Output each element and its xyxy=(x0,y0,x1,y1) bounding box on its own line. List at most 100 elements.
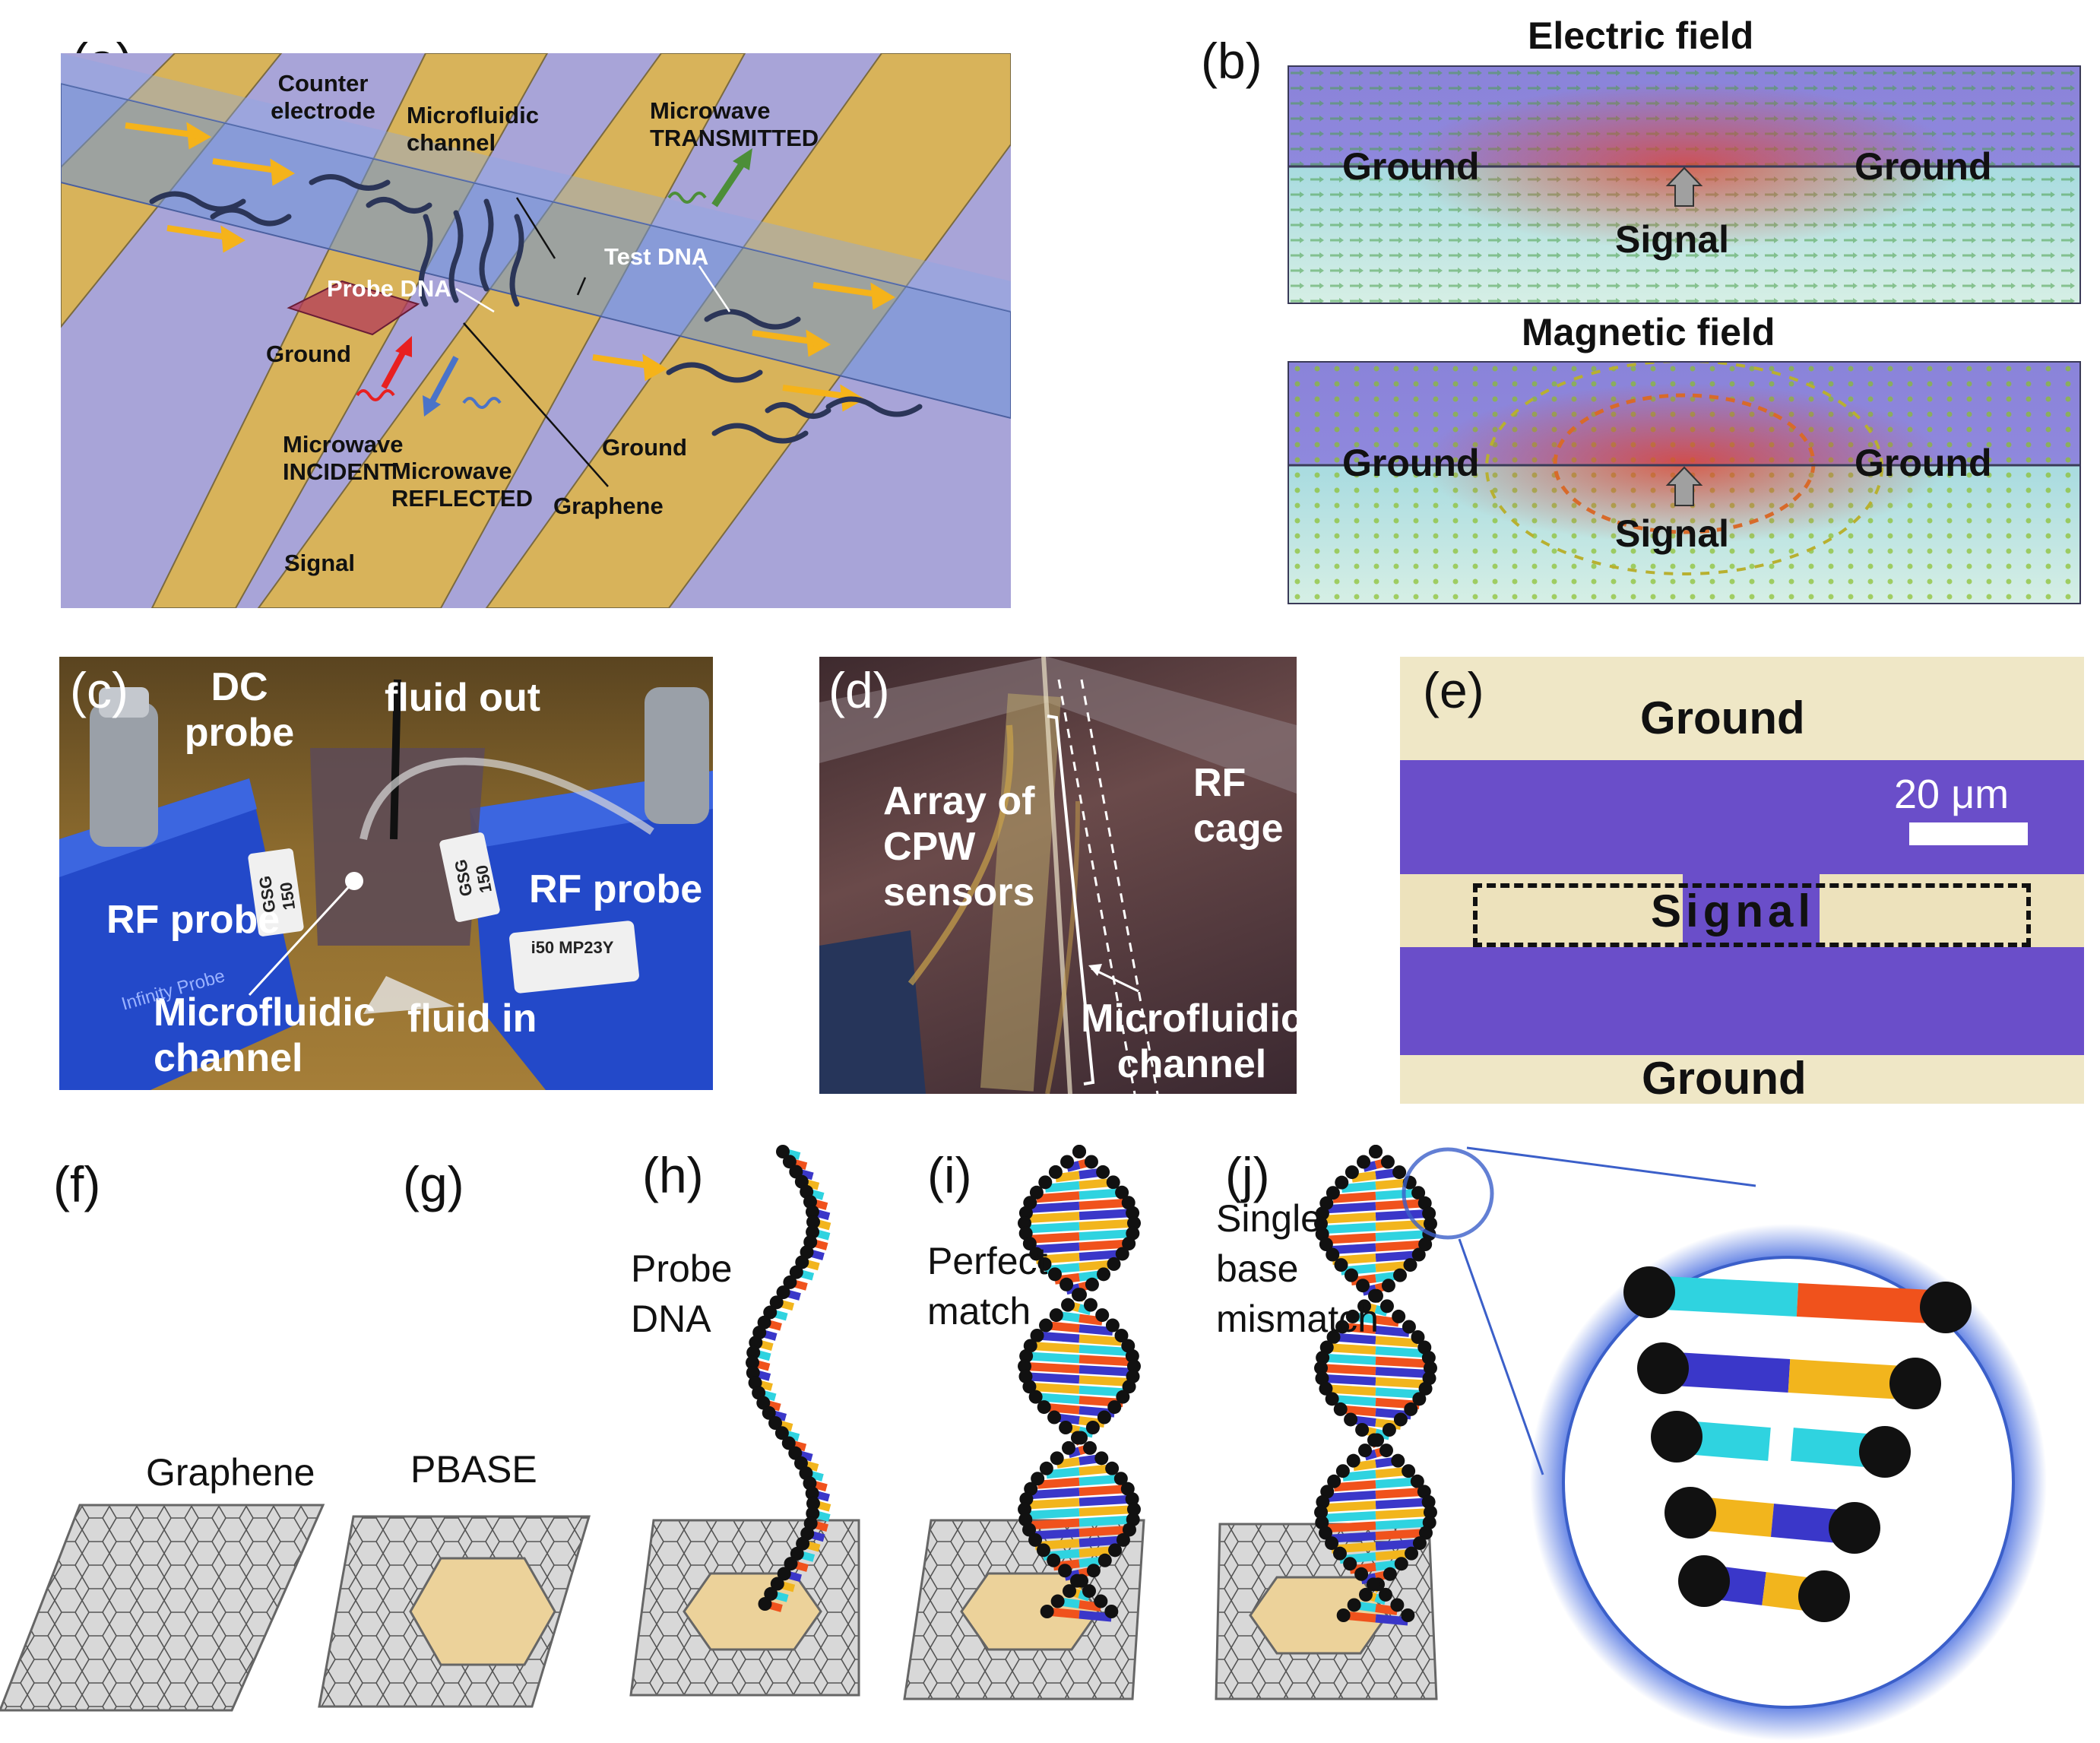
backbone-bead xyxy=(1392,1165,1407,1180)
backbone-bead xyxy=(1357,1155,1371,1169)
base-pair-left xyxy=(1037,1331,1080,1343)
base-pair-right xyxy=(1024,1508,1080,1520)
panel-b-label: (b) xyxy=(1201,33,1262,89)
backbone-bead xyxy=(1422,1516,1436,1529)
backbone-bead xyxy=(1050,1451,1064,1466)
panel-g-label: (g) xyxy=(403,1156,464,1212)
backbone-bead xyxy=(784,1557,798,1571)
base-pair-left xyxy=(1024,1361,1080,1374)
tag-right: GSG 150 xyxy=(451,857,496,898)
backbone-bead xyxy=(1104,1605,1119,1618)
backbone-bead xyxy=(1058,1564,1072,1578)
panel-e-label: (e) xyxy=(1423,662,1484,718)
magnetic-ground-left: Ground xyxy=(1342,442,1480,484)
signal-label: Signal xyxy=(284,550,356,576)
graphene-sheet-f xyxy=(0,1504,325,1712)
base-pair-right xyxy=(1342,1469,1376,1482)
backbone-bead xyxy=(1122,1523,1136,1537)
base-pair-right xyxy=(1375,1356,1430,1368)
backbone-bead xyxy=(1050,1594,1065,1608)
electric-signal: Signal xyxy=(1615,218,1730,261)
backbone-bead xyxy=(1125,1348,1139,1363)
backbone-bead xyxy=(1047,1410,1062,1425)
backbone-bead xyxy=(1333,1402,1348,1416)
backbone-bead xyxy=(1327,1474,1341,1488)
backbone-bead xyxy=(1336,1608,1351,1622)
backbone-bead xyxy=(1326,1330,1341,1344)
backbone-bead xyxy=(1113,1472,1128,1486)
dc-probe-label: DC probe xyxy=(184,665,295,755)
backbone-bead xyxy=(1325,1536,1339,1551)
backbone-bead xyxy=(1404,1402,1418,1416)
backbone-bead xyxy=(1039,1461,1053,1475)
backbone-bead xyxy=(758,1597,772,1611)
rf-cage-label: RF cage xyxy=(1193,761,1284,851)
e-ground-top: Ground xyxy=(1640,692,1805,743)
base-pair-right xyxy=(1037,1477,1080,1489)
backbone-bead xyxy=(1401,1608,1415,1622)
backbone-bead xyxy=(1037,1257,1052,1271)
backbone-bead xyxy=(1334,1258,1348,1272)
base-pair-left xyxy=(1079,1229,1133,1241)
backbone-bead xyxy=(1369,1145,1383,1158)
backbone-bead xyxy=(1335,1175,1349,1190)
base-pair-right xyxy=(1036,1191,1080,1203)
base-pair-right xyxy=(1079,1364,1135,1377)
backbone-bead xyxy=(1098,1553,1112,1567)
backbone-bead xyxy=(1423,1361,1437,1375)
test-dna-label: Test DNA xyxy=(604,243,709,270)
backbone-bead xyxy=(1421,1351,1436,1365)
backbone-bead xyxy=(1421,1494,1436,1509)
backbone-bead xyxy=(1084,1155,1098,1169)
backbone-bead xyxy=(1346,1453,1360,1468)
base-pair-right xyxy=(1029,1201,1080,1213)
backbone-bead xyxy=(1402,1320,1416,1334)
backbone-bead xyxy=(1024,1482,1038,1496)
backbone-bead xyxy=(1319,1238,1333,1251)
zoom-dna-detail xyxy=(1623,1266,1972,1622)
base-pair-right xyxy=(1025,1212,1080,1224)
backbone-bead xyxy=(1059,1421,1073,1434)
base-pair-left xyxy=(1375,1229,1430,1241)
backbone-bead xyxy=(1083,1298,1098,1312)
backbone-bead xyxy=(1126,1216,1141,1231)
backbone-bead xyxy=(764,1586,778,1601)
zoom-backbone-bead xyxy=(1623,1266,1675,1318)
tag-left: GSG 150 xyxy=(255,874,299,914)
mismatch-line1: Single xyxy=(1216,1197,1322,1240)
backbone-bead xyxy=(1314,1361,1329,1375)
base-pair-right xyxy=(1079,1334,1122,1346)
backbone-bead xyxy=(1029,1185,1044,1200)
backbone-bead xyxy=(1326,1186,1340,1200)
base-pair-left xyxy=(1079,1198,1129,1210)
backbone-bead xyxy=(777,1567,791,1581)
base-pair-right xyxy=(1375,1336,1418,1348)
backbone-bead xyxy=(1344,1412,1358,1427)
backbone-bead xyxy=(1391,1453,1405,1468)
backbone-bead xyxy=(1049,1308,1063,1323)
backbone-bead xyxy=(1022,1380,1037,1394)
backbone-bead xyxy=(1319,1340,1334,1355)
backbone-bead xyxy=(1040,1605,1054,1618)
backbone-bead xyxy=(1320,1485,1335,1499)
panel-f-label: (f) xyxy=(53,1156,101,1212)
base-pair-right xyxy=(1322,1212,1376,1224)
base-pair-left xyxy=(1332,1394,1376,1406)
backbone-bead xyxy=(768,1416,783,1430)
backbone-bead xyxy=(1082,1440,1097,1455)
graphene-sheet-g xyxy=(318,1515,591,1708)
backbone-bead xyxy=(1418,1526,1433,1540)
backbone-bead xyxy=(1094,1594,1108,1608)
backbone-bead xyxy=(1332,1546,1347,1561)
microwave-transmitted-label: Microwave TRANSMITTED xyxy=(650,97,819,151)
backbone-bead xyxy=(1335,1464,1350,1478)
panel-d-photo: Array of CPW sensors RF cage Microfluidi… xyxy=(819,657,1297,1094)
microfluidic-channel-label-c: Microfluidic channel xyxy=(154,990,375,1080)
base-pair-left xyxy=(1029,1382,1080,1394)
backbone-bead xyxy=(1018,1206,1033,1220)
backbone-bead xyxy=(1315,1516,1329,1529)
zoom-backbone-bead xyxy=(1829,1502,1880,1554)
base-pair-right xyxy=(1044,1180,1080,1193)
base-pair-right xyxy=(1322,1232,1376,1244)
backbone-bead xyxy=(1411,1247,1426,1262)
